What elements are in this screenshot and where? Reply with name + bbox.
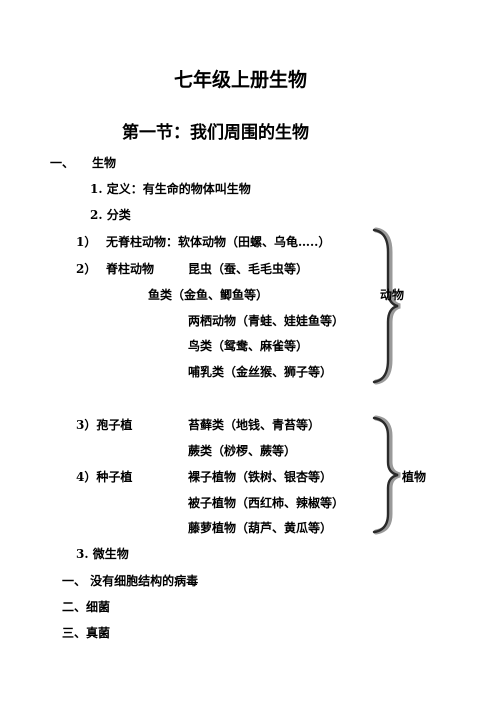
microorganisms-heading: 3. 微生物: [76, 547, 129, 561]
list-item: 一、 没有细胞结构的病毒: [62, 574, 199, 588]
animal-brace-icon: [372, 227, 401, 385]
vines-line: 藤萝植物（葫芦、黄瓜等）: [188, 521, 333, 535]
animal-row1-number: 1）: [76, 235, 97, 249]
animals-group-label: 动物: [380, 288, 405, 302]
section-title: 第一节：我们周围的生物: [122, 123, 309, 143]
mosses-line: 苔藓类（地钱、青苔等）: [188, 418, 321, 432]
vertebrates-label: 脊柱动物: [106, 262, 155, 276]
spore-plants-label: 3）孢子植: [76, 418, 133, 432]
insects-line: 昆虫（蚕、毛毛虫等）: [188, 262, 309, 276]
plants-group-label: 植物: [402, 470, 427, 484]
animal-row2-number: 2）: [76, 262, 97, 276]
page-title: 七年级上册生物: [174, 69, 308, 91]
part-number: 一、: [50, 156, 75, 170]
part-label: 生物: [92, 156, 117, 170]
birds-line: 鸟类（鸳鸯、麻雀等）: [188, 339, 309, 353]
angiosperms-line: 被子植物（西红柿、辣椒等）: [188, 496, 345, 510]
mammals-line: 哺乳类（金丝猴、狮子等）: [188, 365, 333, 379]
amphibians-line: 两栖动物（青蛙、娃娃鱼等）: [188, 314, 345, 328]
plant-brace-icon: [372, 415, 401, 535]
definition-line: 1. 定义：有生命的物体叫生物: [90, 182, 251, 196]
fish-line: 鱼类（金鱼、鲫鱼等）: [148, 288, 269, 302]
list-item: 三、真菌: [62, 626, 111, 640]
seed-plants-label: 4）种子植: [76, 470, 133, 484]
list-item: 二、细菌: [62, 600, 111, 614]
classification-heading: 2. 分类: [90, 208, 131, 222]
ferns-line: 蕨类（桫椤、蕨等）: [188, 444, 297, 458]
gymnosperms-line: 裸子植物（铁树、银杏等）: [188, 470, 333, 484]
invertebrates-line: 无脊柱动物：软体动物（田螺、乌龟…..）: [106, 235, 331, 249]
